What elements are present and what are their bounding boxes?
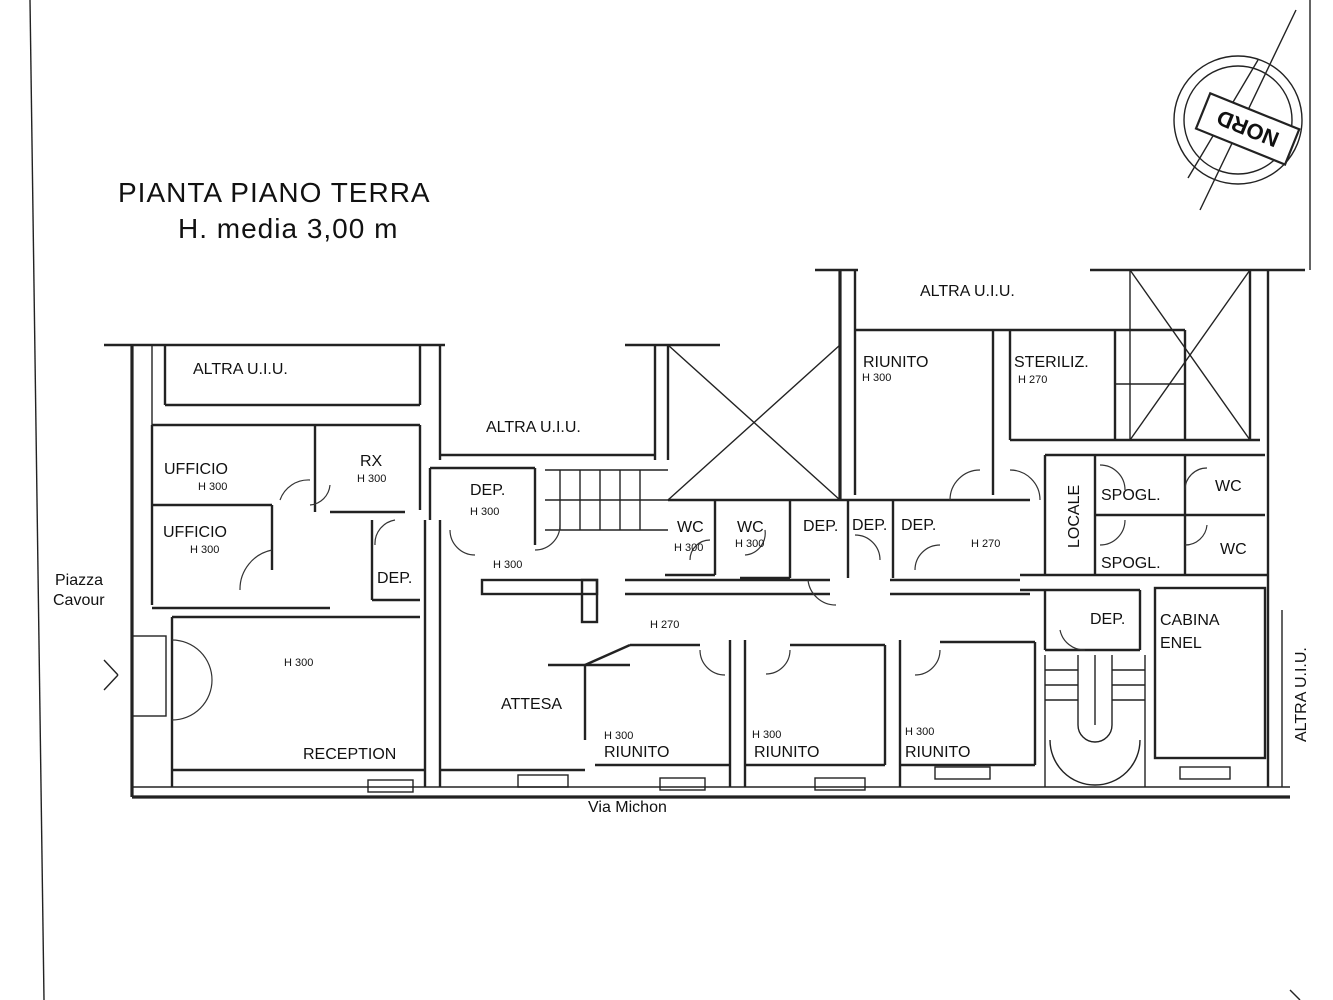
room-label-wc-a: WC xyxy=(677,519,704,536)
sheet-frame xyxy=(29,0,1311,1000)
room-label-riunito-1: RIUNITO xyxy=(604,744,669,761)
height-label-ufficio-1: H 300 xyxy=(198,481,227,493)
room-label-reception: RECEPTION xyxy=(303,746,396,763)
room-label-dep-f: DEP. xyxy=(1090,611,1125,628)
facade-windows xyxy=(131,635,1231,793)
neighbor-label-top-left: ALTRA U.I.U. xyxy=(193,361,288,378)
height-label-riunito-top: H 300 xyxy=(862,372,891,384)
room-label-steriliz: STERILIZ. xyxy=(1014,354,1089,371)
street-piazza-line2: Cavour xyxy=(53,592,105,609)
room-label-riunito-3: RIUNITO xyxy=(905,744,970,761)
neighbor-label-top-center: ALTRA U.I.U. xyxy=(486,419,581,436)
height-label-riunito-1: H 300 xyxy=(604,730,633,742)
room-label-cabina-1: CABINA xyxy=(1160,612,1220,629)
room-label-attesa: ATTESA xyxy=(501,696,562,713)
building-walls xyxy=(104,268,1305,799)
room-label-spogl-1: SPOGL. xyxy=(1101,487,1161,504)
room-label-spogl-2: SPOGL. xyxy=(1101,555,1161,572)
room-label-locale: LOCALE xyxy=(1066,485,1083,548)
plan-subtitle: H. media 3,00 m xyxy=(178,213,398,244)
room-label-dep-c: DEP. xyxy=(803,518,838,535)
room-label-wc-b: WC xyxy=(737,519,764,536)
entrance-arrow-icon xyxy=(103,659,119,691)
street-piazza-line1: Piazza xyxy=(55,572,103,589)
north-compass-icon: NORD xyxy=(1173,9,1303,211)
height-label-dep-a: H 300 xyxy=(470,506,499,518)
room-label-wc-c: WC xyxy=(1215,478,1242,495)
height-label-corridor-right: H 270 xyxy=(971,538,1000,550)
room-label-dep-b: DEP. xyxy=(377,570,412,587)
door-swings xyxy=(171,464,1208,721)
interior-walls xyxy=(150,330,1268,787)
height-label-ufficio-2: H 300 xyxy=(190,544,219,556)
neighbor-label-right: ALTRA U.I.U. xyxy=(1293,647,1310,742)
room-label-dep-d: DEP. xyxy=(852,517,887,534)
height-label-reception: H 300 xyxy=(284,657,313,669)
height-label-steriliz: H 270 xyxy=(1018,374,1047,386)
stair-flight xyxy=(545,469,668,531)
height-label-wc-a: H 300 xyxy=(674,542,703,554)
height-label-corridor-left: H 300 xyxy=(493,559,522,571)
room-label-dep-a: DEP. xyxy=(470,482,505,499)
height-label-rx: H 300 xyxy=(357,473,386,485)
height-label-corridor-main: H 270 xyxy=(650,619,679,631)
room-label-rx: RX xyxy=(360,453,383,470)
room-label-riunito-top: RIUNITO xyxy=(863,354,928,371)
room-label-wc-d: WC xyxy=(1220,541,1247,558)
plan-title: PIANTA PIANO TERRA xyxy=(118,177,431,208)
room-label-ufficio-1: UFFICIO xyxy=(164,461,228,478)
neighbor-label-top-right: ALTRA U.I.U. xyxy=(920,283,1015,300)
spiral-stair xyxy=(1044,655,1146,787)
room-label-dep-e: DEP. xyxy=(901,517,936,534)
height-label-riunito-3: H 300 xyxy=(905,726,934,738)
street-via: Via Michon xyxy=(588,799,667,816)
height-label-riunito-2: H 300 xyxy=(752,729,781,741)
room-label-cabina-2: ENEL xyxy=(1160,635,1202,652)
room-label-ufficio-2: UFFICIO xyxy=(163,524,227,541)
height-label-wc-b: H 300 xyxy=(735,538,764,550)
room-label-riunito-2: RIUNITO xyxy=(754,744,819,761)
